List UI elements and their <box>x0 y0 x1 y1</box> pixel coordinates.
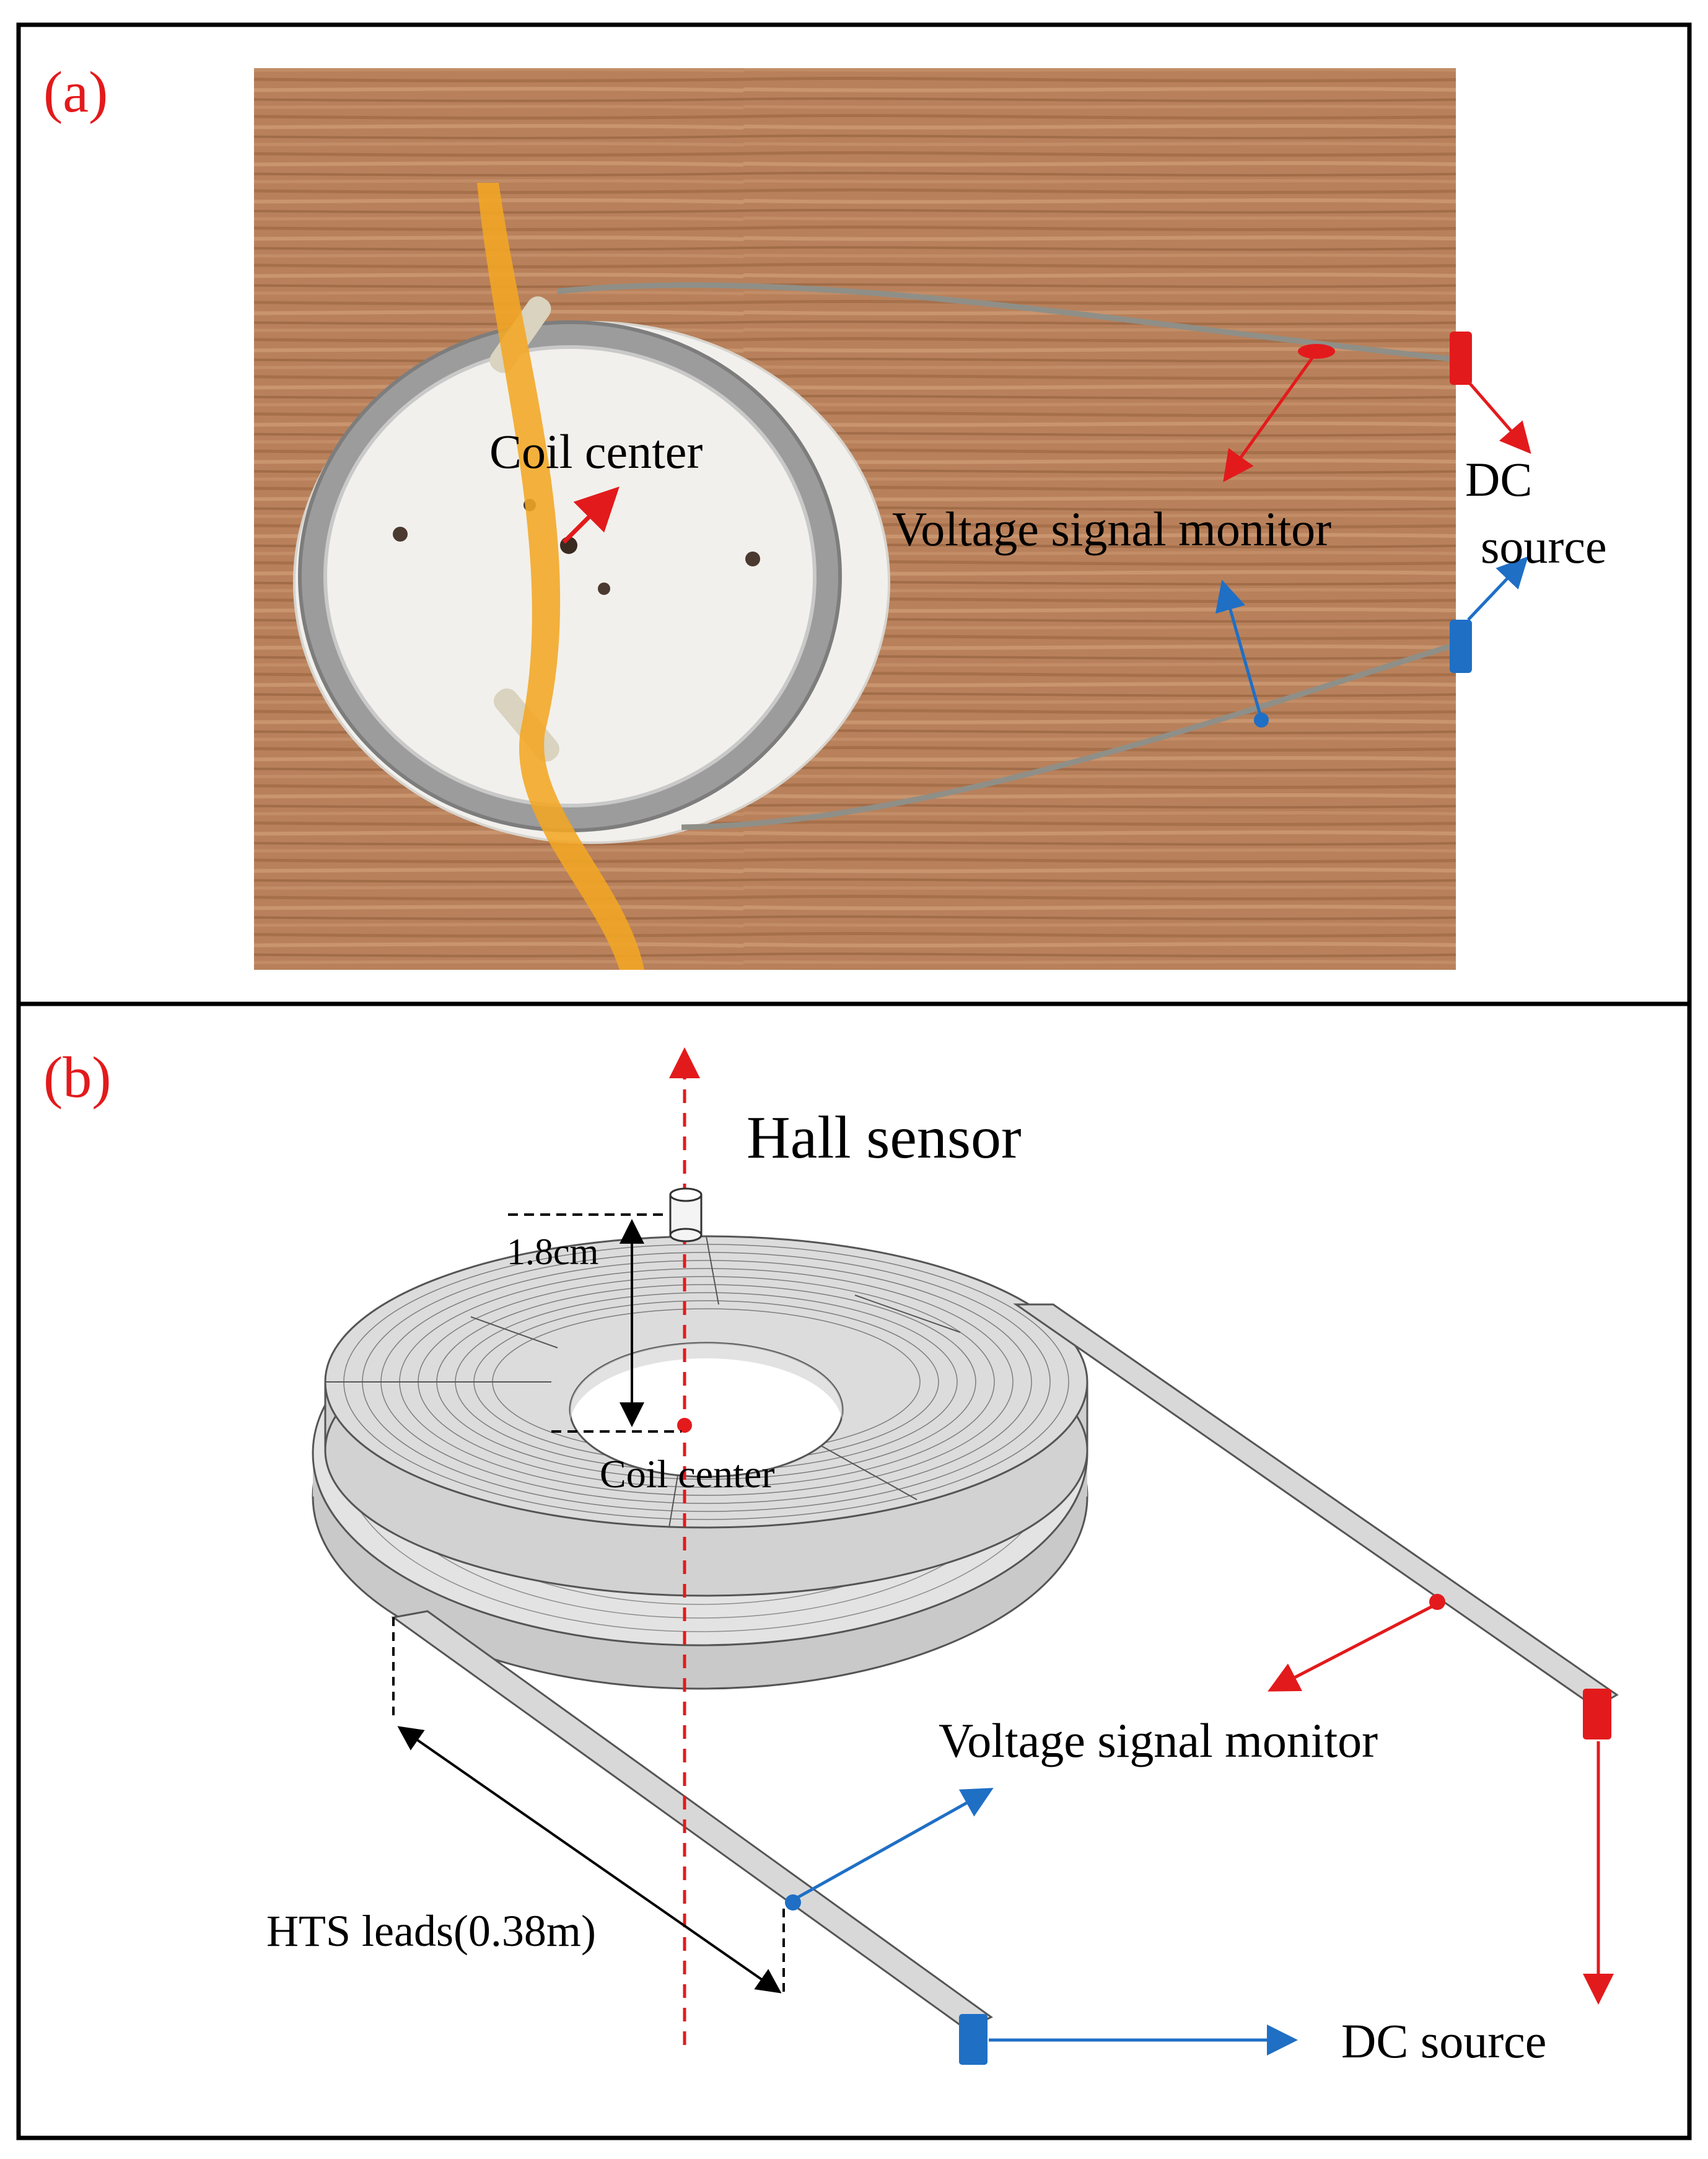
former-hole <box>393 527 408 542</box>
hall-sensor-label: Hall sensor <box>747 1104 1022 1171</box>
kapton-tape <box>477 183 644 970</box>
panel-b-frame <box>16 1001 1692 2140</box>
hts-lead-back <box>1013 1303 1619 1708</box>
dc-connector-blue <box>1450 620 1472 673</box>
dc-source-label-b: DC source <box>1341 2014 1546 2068</box>
panel-b-tag: (b) <box>43 1045 112 1110</box>
hts-leads-label: HTS leads(0.38m) <box>266 1906 596 1956</box>
lead-dim-arrow <box>397 1726 782 1994</box>
dc-terminal-red <box>1583 1689 1611 1739</box>
coil-winding-inner <box>323 345 817 807</box>
voltage-monitor-label-b: Voltage signal monitor <box>939 1713 1378 1767</box>
voltage-arrow-blue-b <box>793 1788 994 1901</box>
panel-a: (a) Coil center Voltage signal monitor D… <box>16 22 1692 1006</box>
dc-source-label-line2: source <box>1481 519 1607 573</box>
voltage-monitor-label: Voltage signal monitor <box>892 502 1331 556</box>
hall-sensor <box>669 1187 703 1242</box>
upper-pancake <box>324 1235 1088 1597</box>
voltage-arrow-red <box>1223 355 1315 483</box>
dc-arrow-red <box>1464 377 1531 454</box>
coil-winding <box>300 322 839 830</box>
former-hole <box>745 552 760 566</box>
voltage-arrow-red-b <box>1268 1602 1439 1692</box>
panel-a-tag: (a) <box>43 60 108 125</box>
hts-lead-lower <box>681 641 1457 830</box>
distance-label: 1.8cm <box>507 1231 598 1272</box>
former-hole <box>598 583 610 595</box>
voltage-tap-red <box>1298 344 1335 359</box>
coil-center-label: Coil center <box>489 424 703 478</box>
panel-b: (b) Hall sensor 1.8cm Coil center Voltag… <box>16 1001 1692 2140</box>
dc-source-label-line1: DC <box>1465 452 1532 506</box>
voltage-arrow-blue <box>1215 579 1263 719</box>
coil-photo <box>254 68 1472 970</box>
dc-connector-red <box>1450 332 1472 385</box>
hts-lead-upper <box>557 282 1456 363</box>
voltage-tap-blue <box>1254 713 1269 728</box>
coil-center-arrow <box>562 486 620 544</box>
dc-terminal-blue <box>959 2014 988 2065</box>
coil-center-dot <box>677 1418 692 1433</box>
dc-arrow-blue <box>1467 556 1528 621</box>
coil-center-label-b: Coil center <box>600 1452 775 1496</box>
